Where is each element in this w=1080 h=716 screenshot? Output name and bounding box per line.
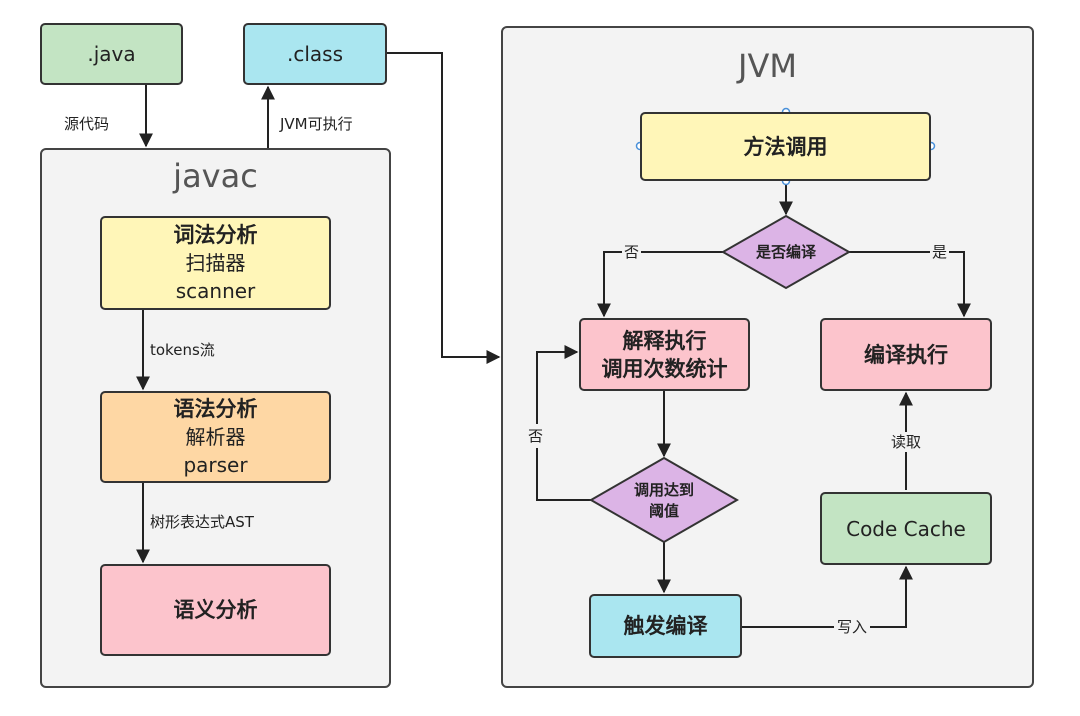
interpret-node: 解释执行 调用次数统计 — [579, 318, 750, 391]
edge-label-tokens: tokens流 — [150, 340, 215, 360]
threshold-decision-diamond — [588, 456, 740, 544]
parser-line1: 解析器 — [185, 425, 246, 449]
edge-label-no-loop: 否 — [528, 424, 544, 448]
jvm-title: JVM — [738, 47, 797, 85]
parser-title: 语法分析 — [173, 397, 258, 421]
method-call-node: 方法调用 — [640, 112, 931, 181]
interpret-line2: 调用次数统计 — [601, 356, 728, 381]
class-file-label: .class — [286, 42, 343, 66]
edge-label-yes-right: 是 — [930, 242, 950, 262]
trigger-compile-node: 触发编译 — [589, 594, 742, 658]
lexer-node: 词法分析 扫描器 scanner — [100, 216, 331, 310]
edge-label-write: 写入 — [834, 617, 871, 637]
compiled-exec-node: 编译执行 — [820, 318, 992, 391]
parser-line2: parser — [183, 453, 248, 477]
edge-label-ast: 树形表达式AST — [150, 512, 254, 532]
compiled-exec-label: 编译执行 — [864, 342, 948, 367]
edge-decision-no — [597, 251, 723, 318]
threshold-decision-line1: 调用达到 — [633, 481, 694, 499]
parser-node: 语法分析 解析器 parser — [100, 391, 331, 483]
edge-decision-yes — [849, 251, 971, 318]
edge-label-jvm-executable: JVM可执行 — [280, 115, 353, 133]
method-call-label: 方法调用 — [743, 134, 828, 159]
edge-class-to-jvm — [387, 52, 501, 364]
code-cache-label: Code Cache — [846, 516, 966, 541]
java-source-label: .java — [87, 42, 136, 66]
code-cache-node: Code Cache — [820, 492, 992, 565]
lexer-line1: 扫描器 — [185, 251, 246, 275]
threshold-decision-line2: 阈值 — [648, 502, 679, 520]
interpret-line1: 解释执行 — [622, 328, 707, 353]
javac-title: javac — [173, 157, 258, 195]
semantic-node: 语义分析 — [100, 564, 331, 656]
lexer-line2: scanner — [175, 279, 256, 303]
lexer-title: 词法分析 — [173, 223, 258, 247]
edge-label-no-left: 否 — [622, 242, 642, 262]
class-file-node: .class — [243, 23, 387, 85]
java-source-node: .java — [40, 23, 183, 85]
compile-decision-label: 是否编译 — [755, 243, 816, 261]
trigger-compile-label: 触发编译 — [623, 614, 708, 638]
compile-decision-diamond — [720, 214, 852, 290]
edge-label-read: 读取 — [889, 432, 924, 452]
edge-trigger-to-cache — [742, 565, 913, 628]
edge-label-source-code: 源代码 — [64, 115, 110, 133]
semantic-title: 语义分析 — [173, 598, 258, 622]
